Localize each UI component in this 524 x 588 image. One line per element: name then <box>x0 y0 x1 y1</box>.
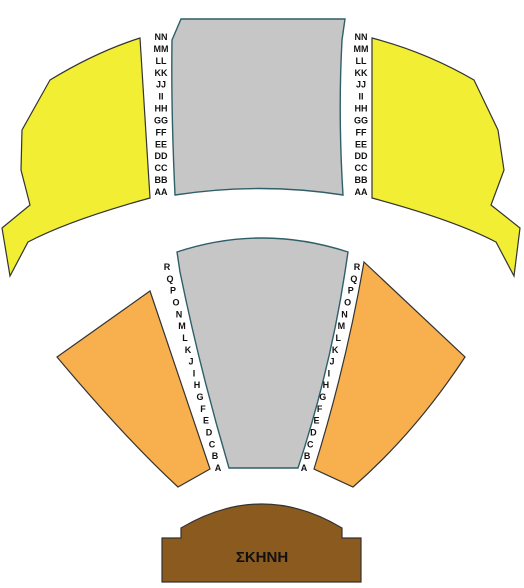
stalls-left-row-o: O <box>172 297 179 307</box>
stalls-right-row-a: A <box>301 463 308 473</box>
balcony-right-row-cc: CC <box>355 163 368 173</box>
balcony-right-row-hh: HH <box>355 104 368 114</box>
stalls-left-row-f: F <box>200 404 206 414</box>
balcony-left-row-ii: II <box>158 92 163 102</box>
stalls-left-row-l: L <box>182 333 188 343</box>
balcony-right-row-ll: LL <box>356 56 367 66</box>
stalls-left-row-p: P <box>170 286 176 296</box>
stalls-left-row-m: M <box>178 321 186 331</box>
stalls-left-row-q: Q <box>166 274 173 284</box>
stalls-right-row-l: L <box>336 333 342 343</box>
balcony-left-section[interactable] <box>1 37 151 278</box>
stalls-left-row-k: K <box>185 345 192 355</box>
balcony-left-row-cc: CC <box>155 163 168 173</box>
balcony-right-row-jj: JJ <box>356 80 366 90</box>
stalls-right-row-h: H <box>323 380 330 390</box>
balcony-left-row-jj: JJ <box>156 80 166 90</box>
stalls-right-row-o: O <box>344 297 351 307</box>
stalls-left-section[interactable] <box>56 290 211 488</box>
stalls-right-row-m: M <box>338 321 346 331</box>
stage-label: ΣΚΗΝΗ <box>236 549 288 566</box>
balcony-left-row-hh: HH <box>155 104 168 114</box>
balcony-left-row-kk: KK <box>155 68 168 78</box>
balcony-left-row-nn: NN <box>155 32 168 42</box>
stalls-left-row-r: R <box>164 262 171 272</box>
stage <box>161 503 362 583</box>
stalls-right-row-f: F <box>317 404 323 414</box>
balcony-left-row-ee: EE <box>155 139 167 149</box>
balcony-right-row-kk: KK <box>355 68 368 78</box>
stalls-left-row-g: G <box>196 392 203 402</box>
stalls-right-row-e: E <box>313 416 319 426</box>
balcony-left-row-dd: DD <box>155 151 168 161</box>
stalls-right-row-q: Q <box>350 274 357 284</box>
stalls-left-row-i: I <box>193 368 196 378</box>
balcony-right-row-bb: BB <box>355 175 368 185</box>
balcony-right-row-nn: NN <box>355 32 368 42</box>
balcony-right-row-ff: FF <box>356 127 367 137</box>
stalls-left-row-n: N <box>176 309 183 319</box>
stalls-left-row-d: D <box>206 428 213 438</box>
balcony-left-row-ll: LL <box>156 56 167 66</box>
stalls-left-row-j: J <box>188 357 193 367</box>
stalls-left-row-e: E <box>203 416 209 426</box>
stalls-right-row-k: K <box>332 345 339 355</box>
stalls-right-row-c: C <box>307 439 314 449</box>
row-labels: NNMMLLKKJJIIHHGGFFEEDDCCBBAANNMMLLKKJJII… <box>154 32 369 473</box>
balcony-right-row-ii: II <box>358 92 363 102</box>
balcony-right-row-mm: MM <box>354 44 369 54</box>
stalls-left-row-a: A <box>215 463 222 473</box>
stalls-right-row-b: B <box>304 451 311 461</box>
balcony-center-section[interactable] <box>171 18 346 196</box>
stalls-right-row-i: I <box>328 368 331 378</box>
stalls-right-row-n: N <box>341 309 348 319</box>
stalls-right-row-j: J <box>330 357 335 367</box>
balcony-right-row-aa: AA <box>355 187 368 197</box>
stalls-right-row-d: D <box>310 428 317 438</box>
stalls-center-section[interactable] <box>176 237 349 469</box>
stalls-right-row-g: G <box>319 392 326 402</box>
balcony-left-row-bb: BB <box>155 175 168 185</box>
balcony-left-row-gg: GG <box>154 115 168 125</box>
stalls-left-row-c: C <box>209 439 216 449</box>
stalls-right-row-p: P <box>348 286 354 296</box>
stalls-right-section[interactable] <box>313 260 466 488</box>
balcony-left-row-mm: MM <box>154 44 169 54</box>
stalls-left-row-b: B <box>212 451 219 461</box>
balcony-right-row-dd: DD <box>355 151 368 161</box>
balcony-right-section[interactable] <box>371 37 521 278</box>
balcony-left-row-aa: AA <box>155 187 168 197</box>
stalls-left-row-h: H <box>194 380 201 390</box>
stalls-right-row-r: R <box>354 262 361 272</box>
balcony-right-row-ee: EE <box>355 139 367 149</box>
balcony-right-row-gg: GG <box>354 115 368 125</box>
balcony-left-row-ff: FF <box>156 127 167 137</box>
